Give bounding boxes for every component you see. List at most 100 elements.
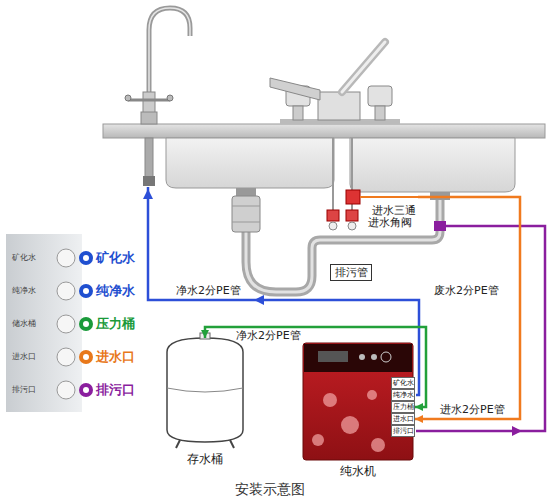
panel-fittings [57,249,93,399]
drain-band [232,206,260,207]
port-icon-dot [83,387,89,393]
storage-tank-node: 存水桶 [167,338,243,466]
pipe-label: 净水2分PE管 [236,330,301,342]
pipe-connector [205,327,426,407]
drain-body [232,196,260,232]
drain-pipe-tag: 排污管 [330,264,372,281]
ro-handle-knob [167,95,173,101]
pipe-label: 净水2分PE管 [176,285,241,297]
ro-gooseneck-highlight [149,8,190,94]
drain-saddle [434,221,446,231]
countertop [103,124,545,138]
drain-pipe-highlight [246,198,440,292]
port-icon-dot [83,255,89,261]
port-icon [79,317,93,331]
port-tab-text: 纯净水 [393,391,414,399]
fitting-name: 进水三通 [372,205,416,217]
port-icon [79,251,93,265]
port-label: 压力桶 [96,316,135,332]
fitting-text: 纯净水 [12,286,36,296]
port-icon [79,284,93,298]
pipe-label: 废水2分PE管 [434,285,499,297]
port-tab-text: 矿化水 [393,379,414,387]
flower [371,438,385,452]
panel-port: 进水口 进水口 [10,347,150,367]
drain-pipe [246,198,440,292]
fitting-text: 矿化水 [12,253,36,263]
supply-hose [332,138,334,210]
fitting [57,348,75,366]
fitting [57,315,75,333]
valve-handle [329,222,337,230]
flow-arrow [254,295,264,305]
angle-valve [346,210,358,221]
ro-gooseneck [149,8,190,94]
angle-valve [327,210,339,221]
port-label: 进水口 [96,349,135,365]
pipe-connector [415,197,520,419]
button [381,352,391,362]
flow-arrow [512,426,522,436]
port-icon-dot [83,354,89,360]
ro-faucet-body [143,92,155,114]
faucet-handle [368,86,392,106]
ro-handle [128,99,170,102]
machine-name: 纯水机 [303,464,413,478]
pipe-label: 进水2分PE管 [440,404,505,416]
flower [341,416,359,434]
control-panel [304,344,412,372]
fitting-text: 储水桶 [12,319,36,329]
panel-port: 排污口 排污口 [10,380,150,400]
port-label: 矿化水 [96,250,135,266]
tank-name: 存水桶 [167,452,243,466]
valve-handle [348,222,356,230]
port-icon-dot [83,288,89,294]
port-label: 纯净水 [96,283,135,299]
fitting-text: 排污口 [12,385,36,395]
port-label: 排污口 [96,382,135,398]
faucet-lever [342,42,385,92]
port-tab-text: 排污口 [393,427,414,435]
machine-port-tab: 纯净水 [391,389,415,401]
sink-basin [166,138,334,188]
faucet-stem [293,106,303,120]
port-icon [79,383,93,397]
machine-port-tab: 排污口 [391,425,415,437]
fitting [57,249,75,267]
port-icon-dot [83,321,89,327]
faucet-body [318,92,360,120]
drain-band [232,222,260,223]
tank-leg [230,440,234,448]
flower-pattern [312,390,385,452]
fitting [57,381,75,399]
flow-arrow [143,189,153,199]
faucet-spout [270,78,320,100]
storage-tank [167,338,243,442]
ro-faucet-fitting [143,176,155,186]
flower [367,390,377,400]
tee-outlet [360,196,418,198]
port-icon [79,350,93,364]
flower [312,434,324,446]
ro-machine-node: 纯水机矿化水纯净水压力桶进水口排污口 [303,343,413,460]
sink-basin [350,138,515,192]
faucet-lever-highlight [342,42,385,92]
tank-seam [167,388,243,392]
machine-port-tab: 进水口 [391,413,415,425]
ro-faucet-shank [145,138,153,178]
tank-leg [176,440,180,448]
flower [323,393,337,407]
panel-port: 纯净水 纯净水 [10,281,150,301]
panel-port: 矿化水 矿化水 [10,248,150,268]
part-name: 排污管 [335,267,368,279]
port-tab-text: 压力桶 [393,403,414,411]
fitting [57,282,75,300]
fitting-text: 进水口 [12,352,36,362]
pipe-label: 进水角阀 [368,217,412,229]
button [359,354,365,360]
ro-handle-knob [125,95,131,101]
